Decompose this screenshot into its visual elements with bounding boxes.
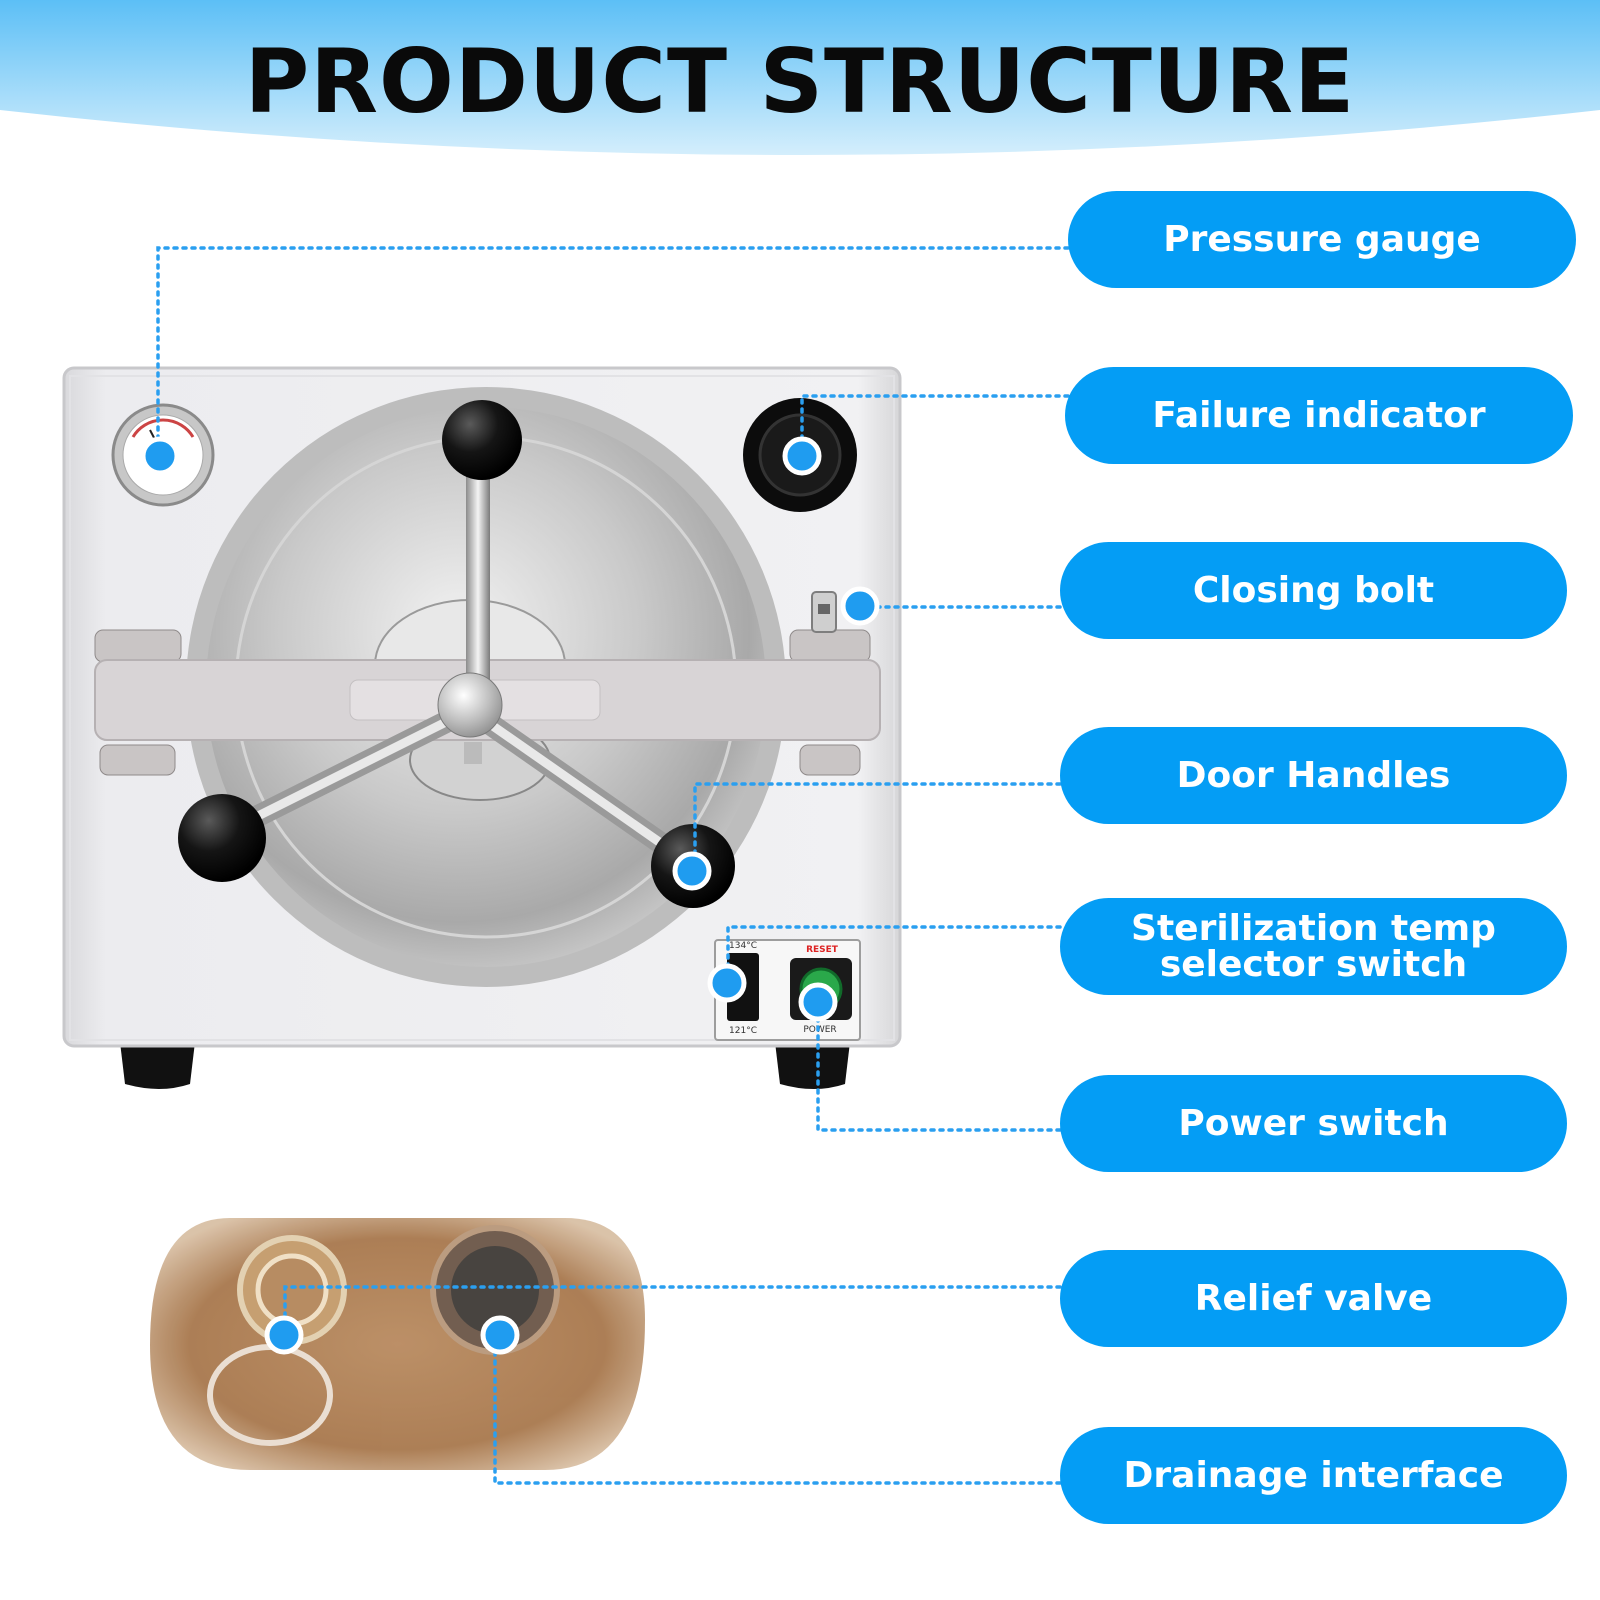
marker-power-switch bbox=[798, 982, 838, 1022]
handle-knob-left bbox=[178, 794, 266, 882]
leader-pressure-gauge bbox=[156, 246, 1070, 457]
valve-closeup bbox=[150, 1218, 645, 1470]
leader-door-handles bbox=[693, 782, 1062, 872]
label-temp-selector-line1: Sterilization temp bbox=[1131, 907, 1496, 949]
marker-pressure-gauge bbox=[140, 436, 180, 476]
marker-door-handles bbox=[672, 851, 712, 891]
device-foot-left bbox=[120, 1042, 195, 1089]
label-failure-indicator: Failure indicator bbox=[1065, 367, 1573, 464]
temp-high-label: 134°C bbox=[729, 941, 757, 951]
label-door-handles: Door Handles bbox=[1060, 727, 1567, 824]
temp-low-label: 121°C bbox=[729, 1026, 757, 1036]
label-closing-bolt: Closing bolt bbox=[1060, 542, 1567, 639]
marker-relief-valve bbox=[264, 1315, 304, 1355]
label-temp-selector-line2: selector switch bbox=[1159, 943, 1468, 985]
leader-relief-valve bbox=[283, 1285, 1062, 1337]
marker-closing-bolt bbox=[840, 586, 880, 626]
label-temp-selector-switch: Sterilization temp selector switch bbox=[1060, 898, 1567, 995]
leader-drainage-interface bbox=[493, 1333, 1062, 1485]
hinge-right bbox=[789, 629, 871, 776]
closing-bolt bbox=[811, 591, 837, 633]
reset-label: RESET bbox=[806, 945, 839, 955]
marker-drainage-interface bbox=[480, 1315, 520, 1355]
marker-dots bbox=[140, 436, 880, 1355]
handle-hub bbox=[437, 672, 503, 738]
label-power-switch: Power switch bbox=[1060, 1075, 1567, 1172]
power-label: POWER bbox=[803, 1025, 836, 1035]
device-foot-right bbox=[775, 1042, 850, 1089]
leader-failure-indicator bbox=[800, 394, 1070, 457]
header-band bbox=[0, 0, 1600, 155]
marker-failure-indicator bbox=[782, 436, 822, 476]
hinge-left bbox=[94, 629, 182, 776]
marker-temp-selector bbox=[707, 963, 747, 1003]
page-title: PRODUCT STRUCTURE bbox=[244, 30, 1356, 133]
label-drainage-interface: Drainage interface bbox=[1060, 1427, 1567, 1524]
leader-power-switch bbox=[816, 998, 1062, 1132]
label-relief-valve: Relief valve bbox=[1060, 1250, 1567, 1347]
handle-knob-top bbox=[442, 400, 522, 480]
label-pressure-gauge: Pressure gauge bbox=[1068, 191, 1576, 288]
